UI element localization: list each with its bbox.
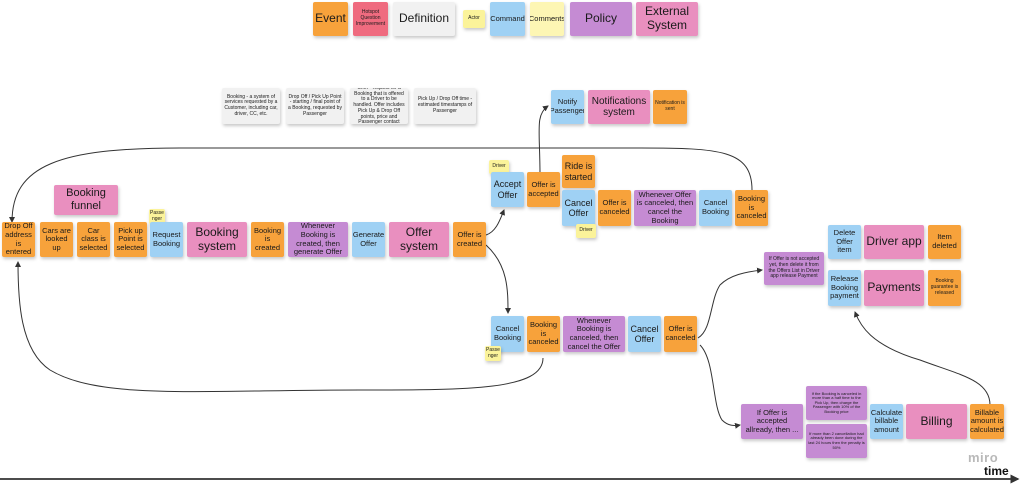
- legend-command: Command: [490, 2, 525, 36]
- legend-definition: Definition: [393, 2, 455, 36]
- actor-driver-1: Driver: [489, 160, 509, 174]
- external-billing: Billing: [906, 404, 967, 439]
- command-cancel-offer-2[interactable]: Cancel Offer: [628, 316, 661, 352]
- arrow-offer-accepted-to-notify: [538, 105, 549, 176]
- arrow-offer-to-cancel-booking: [485, 244, 511, 314]
- arrow-cancel-to-dropoff-top: [9, 147, 753, 223]
- definition-dropoff-pickup: Drop Off / Pick Up Point - starting / fi…: [286, 88, 344, 124]
- arrow-booking-canceled-to-funnel: [15, 261, 544, 393]
- event-cars-looked-up: Cars are looked up: [40, 222, 73, 257]
- external-notifications-system: Notifications system: [588, 90, 650, 124]
- legend-question: Hotspot Question Improvement: [353, 2, 388, 36]
- event-notification-sent: Notification is sent: [653, 90, 687, 124]
- legend-actor: Actor: [463, 10, 485, 28]
- event-offer-canceled-1: Offer is canceled: [598, 190, 631, 226]
- external-payments: Payments: [864, 270, 924, 306]
- event-dropoff-entered: Drop Off address is entered: [2, 222, 35, 257]
- policy-offer-not-accepted: If Offer is not accepted yet, then delet…: [764, 252, 824, 285]
- command-cancel-booking-1[interactable]: Cancel Booking: [699, 190, 732, 226]
- legend-comments: Comments: [530, 2, 564, 36]
- arrow-billing-to-payment: [853, 311, 991, 406]
- event-pickup-selected: Pick up Point is selected: [114, 222, 147, 257]
- arrow-offer-canceled-to-policy: [697, 267, 763, 339]
- external-booking-funnel: Booking funnel: [54, 185, 118, 215]
- time-axis-label: time: [984, 464, 1009, 478]
- miro-logo: miro: [968, 450, 999, 465]
- command-delete-offer-item[interactable]: Delete Offer item: [828, 225, 861, 259]
- command-accept-offer[interactable]: Accept Offer: [491, 172, 524, 207]
- policy-cancel-offer: Whenever Booking is canceled, then cance…: [563, 316, 625, 352]
- command-cancel-booking-2[interactable]: Cancel Booking: [491, 316, 524, 352]
- command-notify-passenger[interactable]: Notify Passenger: [551, 90, 584, 124]
- definition-timestamps: Pick Up / Drop Off time - estimated time…: [414, 88, 476, 124]
- command-release-booking-payment[interactable]: Release Booking payment: [828, 270, 861, 306]
- actor-passenger-1: Passe nger: [149, 209, 165, 224]
- event-offer-canceled-2: Offer is canceled: [664, 316, 697, 352]
- event-ride-started: Ride is started: [562, 155, 595, 188]
- event-offer-created: Offer is created: [453, 222, 486, 257]
- legend-policy: Policy: [570, 2, 632, 36]
- event-booking-canceled-2: Booking is canceled: [527, 316, 560, 352]
- event-booking-canceled-1: Booking is canceled: [735, 190, 768, 226]
- legend-external-system: External System: [636, 2, 698, 36]
- actor-passenger-2: Passe nger: [485, 346, 501, 361]
- arrow-offer-to-accept: [485, 209, 505, 236]
- policy-cancellation-penalty: If more than 2 cancellation had already …: [806, 424, 867, 458]
- command-request-booking: Request Booking: [150, 222, 183, 257]
- external-booking-system: Booking system: [187, 222, 247, 257]
- definition-offer: Offer - request for a Booking that is of…: [350, 88, 408, 124]
- event-booking-created: Booking is created: [251, 222, 284, 257]
- command-cancel-offer-driver[interactable]: Cancel Offer: [562, 190, 595, 226]
- policy-half-time-charge: If the Booking is canceled in more than …: [806, 386, 867, 420]
- policy-if-accepted: If Offer is accepted allready, then ...: [741, 404, 803, 439]
- event-booking-guarantee-released: Booking guarantee is released: [928, 270, 961, 306]
- event-item-deleted: Item deleted: [928, 225, 961, 259]
- external-offer-system: Offer system: [389, 222, 449, 257]
- legend-event: Event: [313, 2, 348, 36]
- arrow-offer-canceled-to-billing-policy: [699, 344, 741, 429]
- definition-booking: Booking - a system of services requested…: [222, 88, 280, 124]
- policy-cancel-booking: Whenever Offer is canceled, then cancel …: [634, 190, 696, 226]
- command-generate-offer: Generate Offer: [352, 222, 385, 257]
- command-calculate-billable[interactable]: Calculate billable amount: [870, 404, 903, 439]
- policy-generate-offer: Whenever Booking is created, then genera…: [288, 222, 348, 257]
- event-car-class-selected: Car class is selected: [77, 222, 110, 257]
- event-billable-calculated: Billable amount is calculated: [970, 404, 1004, 439]
- actor-driver-2: Driver: [576, 224, 596, 238]
- external-driver-app: Driver app: [864, 225, 924, 259]
- event-offer-accepted: Offer is accepted: [527, 172, 560, 207]
